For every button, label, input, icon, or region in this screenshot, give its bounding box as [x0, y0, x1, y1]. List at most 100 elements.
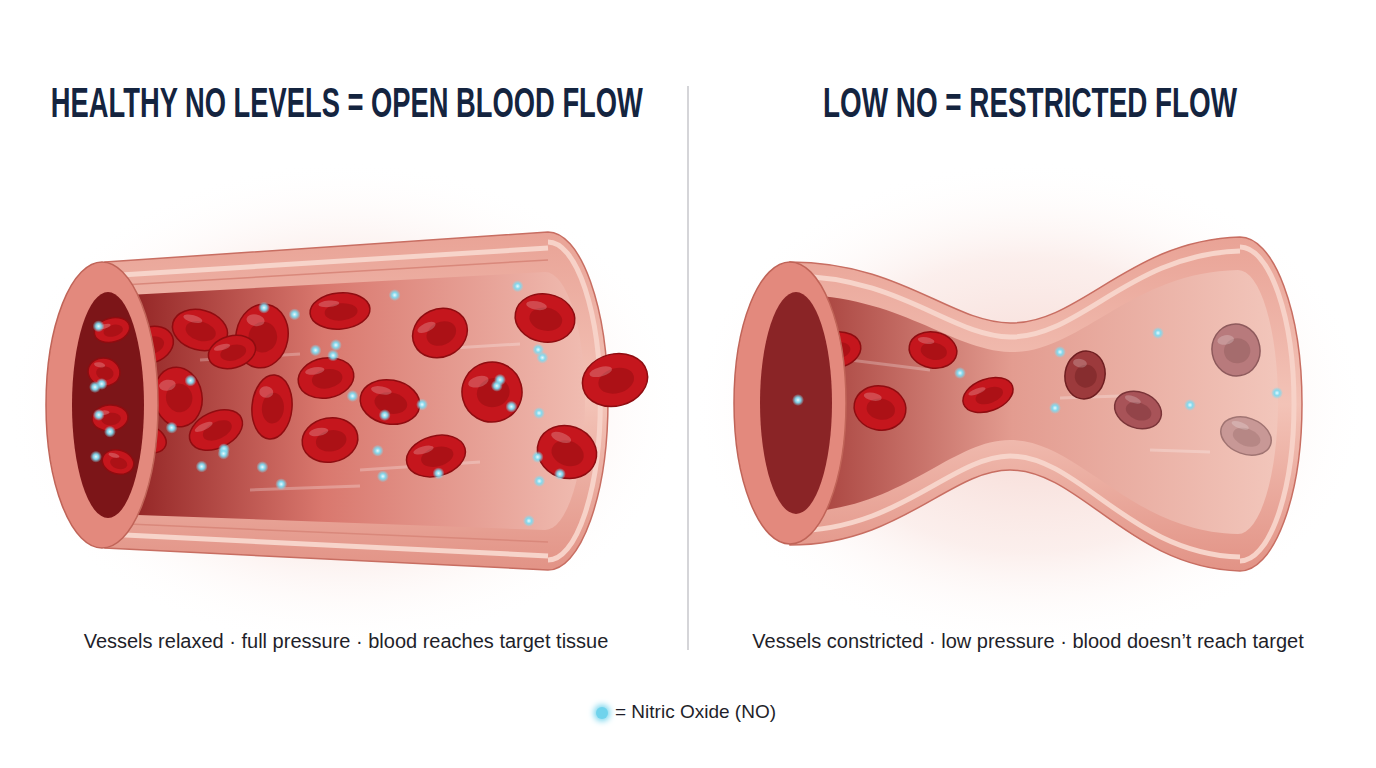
nitric-oxide-dot	[310, 344, 322, 356]
red-blood-cell	[99, 446, 136, 477]
cell-highlight	[550, 429, 573, 445]
wall-layer	[105, 534, 548, 556]
legend-label: = Nitric Oxide (NO)	[615, 701, 776, 724]
wall-rim	[1240, 247, 1294, 561]
red-blood-cell	[404, 299, 475, 366]
cell-highlight	[182, 313, 203, 325]
nitric-oxide-dot	[954, 367, 966, 379]
vessel-opening-lumen	[760, 292, 832, 514]
cell-body	[511, 289, 578, 347]
background-glow	[690, 160, 1370, 650]
healthy-vessel	[46, 232, 654, 570]
nitric-oxide-dot	[275, 478, 287, 490]
nitric-oxide-dot	[792, 394, 804, 406]
cell-dimple	[1073, 363, 1099, 390]
cell-body	[906, 328, 960, 372]
red-blood-cell	[455, 355, 528, 428]
nitric-oxide-dot	[289, 308, 301, 320]
cell-highlight	[467, 374, 490, 390]
cell-highlight	[213, 342, 231, 352]
vessel-lumen	[795, 270, 1278, 534]
cell-highlight	[863, 391, 882, 402]
cell-highlight	[967, 386, 986, 398]
red-blood-cell	[299, 413, 362, 466]
nitric-oxide-dot	[533, 407, 545, 419]
cell-body	[530, 417, 604, 486]
red-blood-cell	[1061, 348, 1109, 402]
cell-highlight	[1072, 358, 1087, 369]
cell-body	[576, 346, 653, 413]
cell-highlight	[416, 319, 437, 335]
cell-body	[1061, 348, 1109, 402]
nitric-oxide-dot	[505, 401, 517, 413]
nitric-oxide-dot	[104, 426, 116, 438]
cell-body	[1109, 385, 1166, 435]
red-blood-cell	[1208, 320, 1264, 380]
cell-highlight	[525, 299, 547, 311]
cell-highlight	[108, 452, 120, 459]
cell-highlight	[318, 300, 339, 308]
red-blood-cell	[205, 330, 260, 373]
red-blood-cell	[168, 303, 232, 356]
cell-body	[851, 382, 910, 434]
nitric-oxide-dot	[1049, 402, 1061, 414]
cell-body	[1215, 410, 1276, 462]
nitric-oxide-dot	[389, 289, 401, 301]
cell-highlight	[305, 366, 326, 376]
red-blood-cell	[906, 328, 960, 372]
nitric-oxide-dot	[416, 399, 428, 411]
cell-body	[249, 373, 294, 440]
vessel-lumen	[110, 272, 585, 530]
cell-highlight	[412, 444, 434, 456]
nitric-oxide-dot	[93, 409, 105, 421]
nitric-oxide-dot	[90, 451, 102, 463]
nitric-oxide-dot	[372, 445, 384, 457]
red-blood-cell	[183, 402, 249, 458]
cell-dimple	[373, 390, 409, 417]
nitric-oxide-dot	[377, 470, 389, 482]
red-blood-cell	[249, 373, 294, 440]
cell-dimple	[919, 340, 948, 362]
cell-highlight	[259, 386, 274, 399]
cell-highlight	[917, 336, 935, 345]
cell-highlight	[246, 313, 266, 328]
nitric-oxide-dot	[327, 349, 339, 361]
wall-layer	[105, 248, 548, 276]
cell-dimple	[528, 305, 564, 333]
nitric-oxide-dot	[330, 339, 342, 351]
constricted-vessel	[734, 237, 1302, 571]
cell-body	[357, 375, 424, 429]
nitric-oxide-dot	[1054, 346, 1066, 358]
nitric-oxide-dot	[96, 378, 108, 390]
cell-highlight	[1217, 334, 1235, 346]
cell-body	[402, 429, 470, 483]
red-blood-cell	[92, 314, 133, 346]
cell-body	[183, 402, 249, 458]
cell-dimple	[423, 317, 461, 351]
red-blood-cell	[958, 371, 1018, 419]
nitric-oxide-dot	[347, 390, 359, 402]
nitric-oxide-dot	[196, 461, 208, 473]
cell-highlight	[193, 420, 214, 434]
panel-heading: HEALTHY NO LEVELS = OPEN BLOOD FLOW	[51, 82, 643, 124]
cell-body	[1208, 320, 1264, 380]
cell-dimple	[973, 383, 1005, 407]
flow-streak	[1150, 450, 1210, 452]
cell-body	[404, 299, 475, 366]
nitric-oxide-dot	[379, 409, 391, 421]
nitric-oxide-dot	[1271, 387, 1283, 399]
red-blood-cell	[402, 429, 470, 483]
cell-dimple	[200, 416, 235, 445]
nitric-oxide-dot	[532, 451, 544, 463]
nitric-oxide-dot	[258, 302, 270, 314]
nitric-oxide-dot	[184, 375, 196, 387]
cell-dimple	[109, 455, 129, 471]
nitric-oxide-dot	[166, 422, 178, 434]
cell-body	[958, 371, 1018, 419]
cell-body	[205, 330, 260, 373]
vessel-opening	[46, 262, 158, 548]
background-glow	[5, 160, 685, 650]
red-blood-cell	[357, 375, 424, 429]
red-blood-cell	[309, 290, 372, 331]
